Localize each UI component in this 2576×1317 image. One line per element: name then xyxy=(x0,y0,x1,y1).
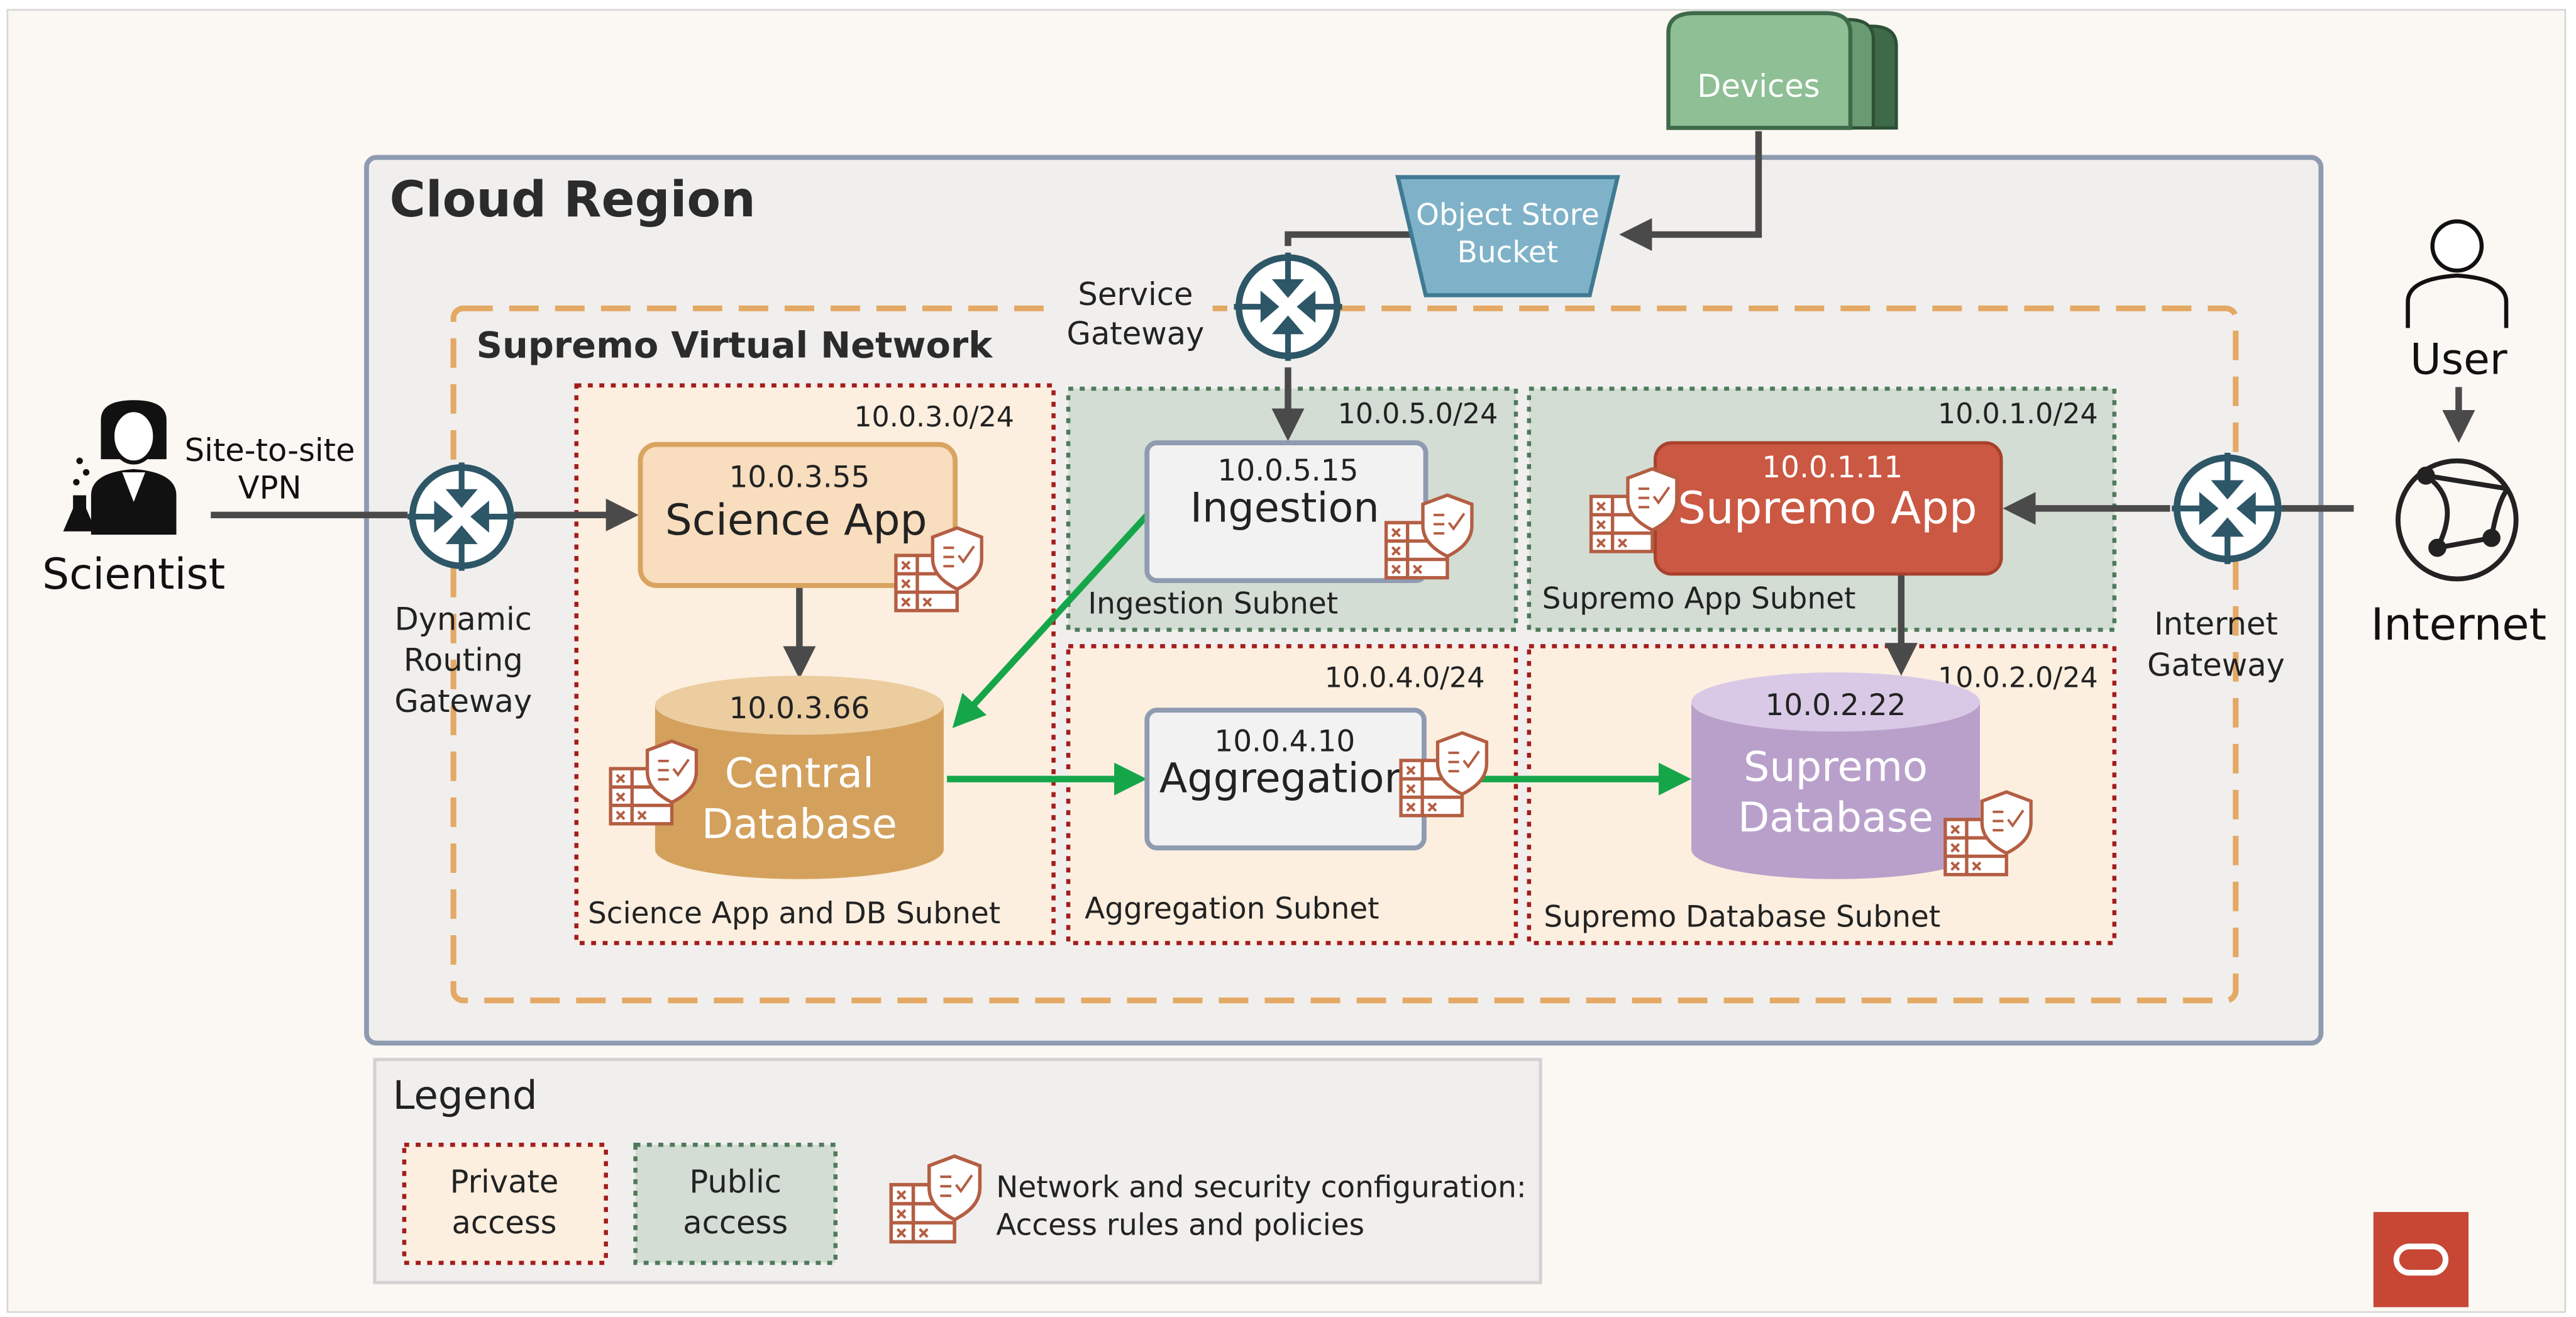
legend-private-line2: access xyxy=(452,1204,557,1241)
science-app-ip: 10.0.3.55 xyxy=(729,460,870,494)
aggregation-name: Aggregation xyxy=(1159,755,1410,803)
supremo-app-node: 10.0.1.11 Supremo App xyxy=(1591,441,2003,576)
supremo-db-line2: Database xyxy=(1738,794,1933,842)
scientist: Scientist Site-to-site VPN xyxy=(42,400,355,599)
globe-icon xyxy=(2396,458,2519,582)
service-gateway-label-bg xyxy=(1051,265,1213,358)
supremo-db-node: 10.0.2.22 Supremo Database xyxy=(1691,672,2031,879)
connections xyxy=(211,131,2475,796)
user-label: User xyxy=(2410,335,2507,384)
object-store-line1: Object Store xyxy=(1416,197,1600,232)
subnet-supremo-app-cidr: 10.0.1.0/24 xyxy=(1938,398,2098,430)
legend: Legend Private access Public access Netw… xyxy=(373,1057,1542,1284)
subnet-ingestion-name: Ingestion Subnet xyxy=(1088,586,1338,621)
aggregation-ip: 10.0.4.10 xyxy=(1214,724,1355,759)
devices-label: Devices xyxy=(1697,68,1820,104)
subnet-ingestion-cidr: 10.0.5.0/24 xyxy=(1338,398,1498,430)
subnet-aggregation-cidr: 10.0.4.0/24 xyxy=(1325,662,1485,694)
legend-security-line1: Network and security configuration: xyxy=(996,1170,1526,1205)
internet-gateway-line2: Gateway xyxy=(2147,647,2285,683)
aggregation-node: 10.0.4.10 Aggregation xyxy=(1144,708,1486,851)
supremo-app-name: Supremo App xyxy=(1678,482,1977,534)
legend-private-line1: Private xyxy=(450,1164,559,1200)
ingestion-name: Ingestion xyxy=(1190,484,1379,531)
ingestion-ip: 10.0.5.15 xyxy=(1218,453,1359,488)
ingestion-node: 10.0.5.15 Ingestion xyxy=(1144,440,1472,584)
central-db-ip: 10.0.3.66 xyxy=(729,691,870,726)
legend-public-line1: Public xyxy=(689,1164,782,1200)
internet-gateway-line1: Internet xyxy=(2154,606,2278,642)
drg-line1: Dynamic xyxy=(395,601,532,637)
user: User xyxy=(2406,219,2509,384)
devices: Devices xyxy=(1666,11,1898,130)
virtual-network xyxy=(450,305,2239,1004)
subnet-supremo-db-name: Supremo Database Subnet xyxy=(1544,899,1940,934)
vpn-line1: Site-to-site xyxy=(185,432,355,469)
supremo-db-line1: Supremo xyxy=(1744,743,1928,791)
oracle-logo xyxy=(2373,1212,2469,1308)
subnet-supremo-app-name: Supremo App Subnet xyxy=(1542,581,1856,616)
vpn-line2: VPN xyxy=(238,470,302,506)
service-gateway-line1: Service xyxy=(1078,276,1193,313)
object-store-line2: Bucket xyxy=(1457,235,1558,270)
legend-security-line2: Access rules and policies xyxy=(996,1208,1364,1243)
legend-public: Public access xyxy=(633,1142,838,1265)
dynamic-routing-gateway: Dynamic Routing Gateway xyxy=(394,462,532,720)
object-store-bucket: Object Store Bucket xyxy=(1395,175,1620,297)
central-db-line1: Central xyxy=(725,750,874,797)
virtual-network-label: Supremo Virtual Network xyxy=(477,324,993,366)
scientist-label: Scientist xyxy=(42,549,225,599)
science-app-name: Science App xyxy=(665,495,927,545)
drg-line3: Gateway xyxy=(394,683,532,720)
internet: Internet xyxy=(2371,458,2547,650)
drg-line2: Routing xyxy=(404,642,523,679)
subnet-science-name: Science App and DB Subnet xyxy=(588,896,1000,931)
internet-label: Internet xyxy=(2371,599,2547,650)
service-gateway-line2: Gateway xyxy=(1067,316,1205,352)
service-gateway: Service Gateway xyxy=(1051,253,1342,361)
scientist-icon xyxy=(63,400,177,535)
legend-private: Private access xyxy=(402,1142,608,1265)
internet-gateway: Internet Gateway xyxy=(2147,453,2285,683)
object-store-to-service-gateway xyxy=(1285,231,1416,247)
ingestion-to-central-db xyxy=(952,509,1153,728)
central-db-node: 10.0.3.66 Central Database xyxy=(611,675,944,879)
supremo-app-ip: 10.0.1.11 xyxy=(1762,450,1903,485)
legend-public-line2: access xyxy=(683,1204,788,1241)
science-app-node: 10.0.3.55 Science App xyxy=(638,442,981,611)
devices-to-object-store xyxy=(1619,131,1762,251)
supremo-db-ip: 10.0.2.22 xyxy=(1766,688,1906,723)
legend-title: Legend xyxy=(393,1072,538,1118)
subnet-science-cidr: 10.0.3.0/24 xyxy=(854,401,1014,433)
user-icon xyxy=(2406,219,2509,328)
central-db-line2: Database xyxy=(702,801,897,848)
cloud-region-title: Cloud Region xyxy=(389,171,755,228)
subnet-aggregation-name: Aggregation Subnet xyxy=(1085,891,1379,926)
